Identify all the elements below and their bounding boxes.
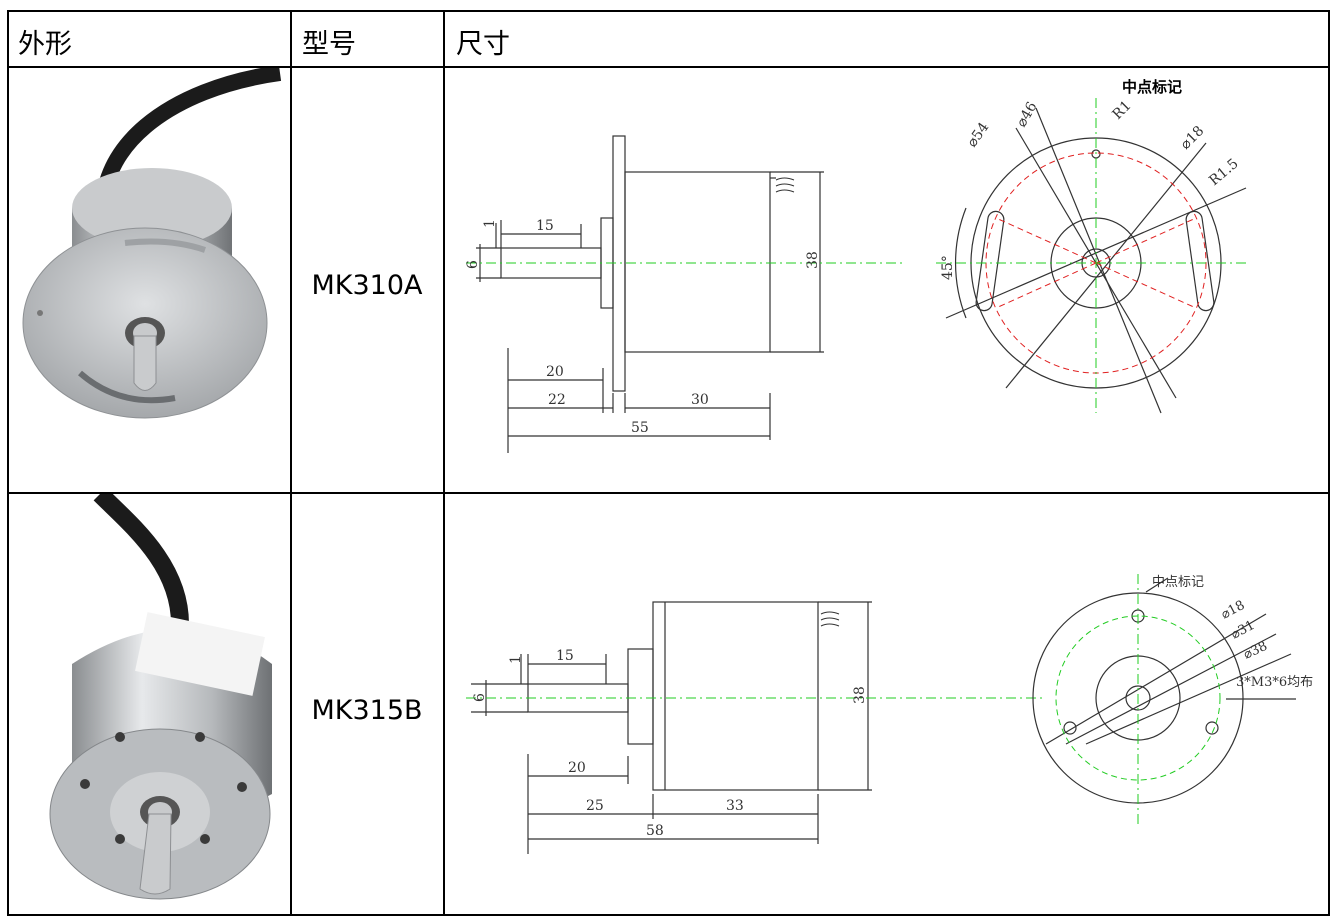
dim-holes: 3*M3*6均布 (1236, 675, 1313, 690)
dim-30: 30 (691, 392, 709, 408)
dim-22: 22 (548, 392, 566, 408)
dim-phi38: ⌀38 (1241, 639, 1269, 663)
dim-phi54: ⌀54 (964, 120, 992, 151)
dim-6: 6 (465, 260, 481, 269)
dim-20-b: 20 (568, 760, 586, 776)
table-bottom-border (7, 914, 1330, 916)
center-mark-label: 中点标记 (1122, 78, 1182, 96)
dim-15-b: 15 (556, 648, 574, 664)
col-border-left (7, 10, 9, 916)
dim-phi46: ⌀46 (1014, 99, 1041, 130)
dim-15: 15 (536, 218, 554, 234)
model-mk315b: MK315B (311, 695, 423, 726)
dim-25: 25 (586, 798, 604, 814)
table-top-border (7, 10, 1330, 12)
dim-1: 1 (482, 219, 498, 228)
header-bottom-border (7, 66, 1330, 68)
dim-angle: 45° (940, 255, 956, 280)
dim-r1: R1 (1110, 98, 1135, 123)
dim-38-b: 38 (852, 686, 868, 704)
dim-6-b: 6 (472, 693, 488, 702)
dim-phi18-b: ⌀18 (1219, 598, 1248, 623)
dim-20: 20 (546, 364, 564, 380)
header-model: 型号 (302, 29, 356, 60)
dim-33: 33 (726, 798, 744, 814)
col-border-2 (443, 10, 445, 916)
header-dimensions: 尺寸 (456, 29, 510, 60)
dim-55: 55 (631, 420, 649, 436)
model-mk310a: MK310A (311, 270, 423, 301)
dim-38: 38 (805, 251, 821, 269)
dim-1-b: 1 (508, 655, 524, 664)
dim-r15: R1.5 (1206, 156, 1241, 189)
encoder-photo-mk315b (49, 494, 272, 900)
dimension-drawing-mk315b: 15 6 1 38 20 25 33 58 中点标记 ⌀18 ⌀31 ⌀38 3… (466, 574, 1313, 854)
header-appearance: 外形 (18, 29, 72, 60)
dim-phi18: ⌀18 (1178, 123, 1208, 153)
dim-58: 58 (646, 823, 664, 839)
dimension-drawing-mk310a: 15 6 1 38 20 22 30 55 中点标记 ⌀54 ⌀46 R1 ⌀1… (465, 78, 1247, 453)
encoder-photo-mk310a (22, 68, 282, 419)
col-border-1 (290, 10, 292, 916)
center-mark-label-b: 中点标记 (1152, 575, 1204, 590)
row-divider (7, 492, 1330, 494)
col-border-right (1328, 10, 1330, 916)
